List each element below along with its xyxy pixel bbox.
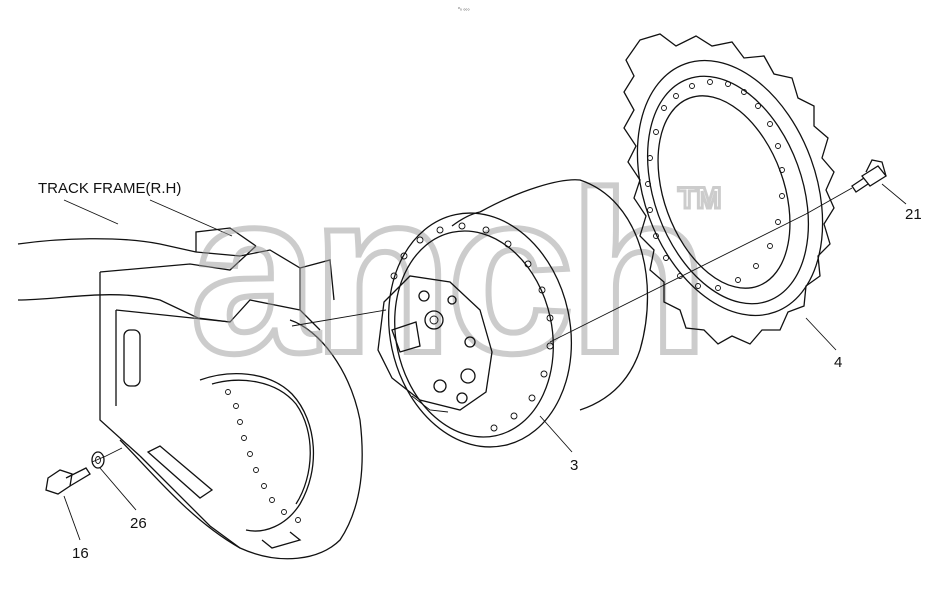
assembly-center-lines — [91, 187, 853, 463]
track-frame-label: TRACK FRAME(R.H) — [38, 180, 181, 197]
track-frame-leaders — [63, 199, 233, 237]
callout-21: 21 — [905, 206, 922, 223]
watermark-tm: TM — [678, 182, 721, 215]
watermark: anch TM — [187, 141, 723, 404]
callout-16: 16 — [72, 545, 89, 562]
leader-4 — [805, 317, 837, 351]
callout-4: 4 — [834, 354, 842, 371]
sprocket-bolt-holes — [645, 79, 785, 291]
drawing-code: ᵒ₀ ₀₀₀ — [458, 6, 470, 12]
bolt-16 — [45, 467, 91, 495]
callout-26: 26 — [130, 515, 147, 532]
leader-16 — [63, 495, 81, 541]
callout-3: 3 — [570, 457, 578, 474]
leader-3 — [539, 415, 573, 453]
bolt-21 — [851, 159, 887, 193]
track-frame — [17, 227, 363, 560]
leader-21 — [881, 183, 907, 205]
washer-26 — [91, 451, 105, 469]
housing-bolt-holes — [225, 389, 301, 523]
watermark-text: anch — [190, 144, 703, 401]
leader-26 — [99, 467, 137, 511]
travel-motor — [377, 179, 649, 448]
motor-flange-bolt-holes — [390, 222, 554, 432]
sprocket — [623, 33, 835, 345]
